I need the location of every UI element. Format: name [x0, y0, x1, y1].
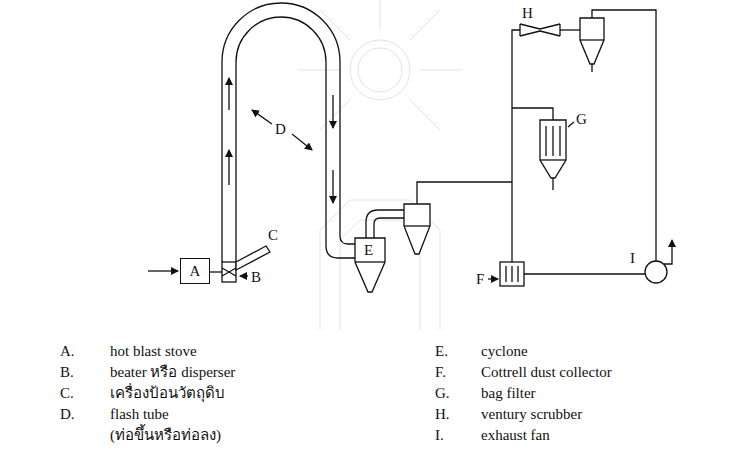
callout-letter: B — [251, 269, 261, 286]
legend-text: exhaust fan — [481, 427, 550, 444]
node-letter: A — [190, 263, 201, 280]
legend-text: beater หรือ disperser — [110, 364, 235, 381]
legend-key: F. — [435, 364, 446, 381]
legend-key: B. — [60, 364, 74, 381]
label-holder: ventury scrubber — [481, 405, 582, 423]
label-holder: เครื่องป้อนวัตถุดิบ — [110, 384, 225, 402]
legend-text: flash tube — [110, 406, 169, 423]
label-holder: Cottrell dust collector — [481, 363, 612, 381]
legend-text: (ท่อขึ้นหรือท่อลง) — [110, 427, 221, 444]
legend-text: ventury scrubber — [481, 406, 582, 423]
label-holder: exhaust fan — [481, 426, 550, 444]
label-holder: flash tube — [110, 405, 169, 423]
label-holder: G — [576, 110, 587, 128]
callout-letter: D — [275, 121, 286, 138]
label-holder: A. — [60, 342, 75, 360]
label-holder: I. — [435, 426, 444, 444]
label-holder: D — [275, 120, 286, 138]
label-holder: cyclone — [481, 342, 528, 360]
label-holder: (ท่อขึ้นหรือท่อลง) — [110, 426, 221, 444]
legend-key: E. — [435, 343, 448, 360]
legend-text: Cottrell dust collector — [481, 364, 612, 381]
label-holder: F. — [435, 363, 446, 381]
callout-letter: H — [522, 5, 533, 22]
watermark — [298, 0, 462, 330]
label-holder: hot blast stove — [110, 342, 197, 360]
stove-box: A — [180, 258, 210, 284]
legend-text: bag filter — [481, 385, 536, 402]
label-holder: B — [251, 268, 261, 286]
legend-key: I. — [435, 427, 444, 444]
legend-key: D. — [60, 406, 75, 423]
label-holder: B. — [60, 363, 74, 381]
legend-text: เครื่องป้อนวัตถุดิบ — [110, 385, 225, 402]
callout-letter: I — [630, 250, 635, 267]
label-holder: bag filter — [481, 384, 536, 402]
legend-text: hot blast stove — [110, 343, 197, 360]
callout-letter: C — [268, 227, 278, 244]
label-holder: E. — [435, 342, 448, 360]
label-holder: C — [268, 226, 278, 244]
equipment — [148, 3, 672, 292]
callout-letter: G — [576, 111, 587, 128]
legend-key: H. — [435, 406, 450, 423]
legend-text: cyclone — [481, 343, 528, 360]
label-holder: beater หรือ disperser — [110, 363, 235, 381]
legend-key: A. — [60, 343, 75, 360]
legend-key: G. — [435, 385, 450, 402]
label-holder: G. — [435, 384, 450, 402]
label-holder: E — [364, 241, 373, 259]
label-holder: F — [476, 270, 484, 288]
callout-letter: F — [476, 271, 484, 288]
label-holder: C. — [60, 384, 74, 402]
label-holder: I — [630, 249, 635, 267]
label-holder: H — [522, 4, 533, 22]
callout-letter: E — [364, 242, 373, 259]
label-holder: H. — [435, 405, 450, 423]
legend-key: C. — [60, 385, 74, 402]
label-holder: D. — [60, 405, 75, 423]
